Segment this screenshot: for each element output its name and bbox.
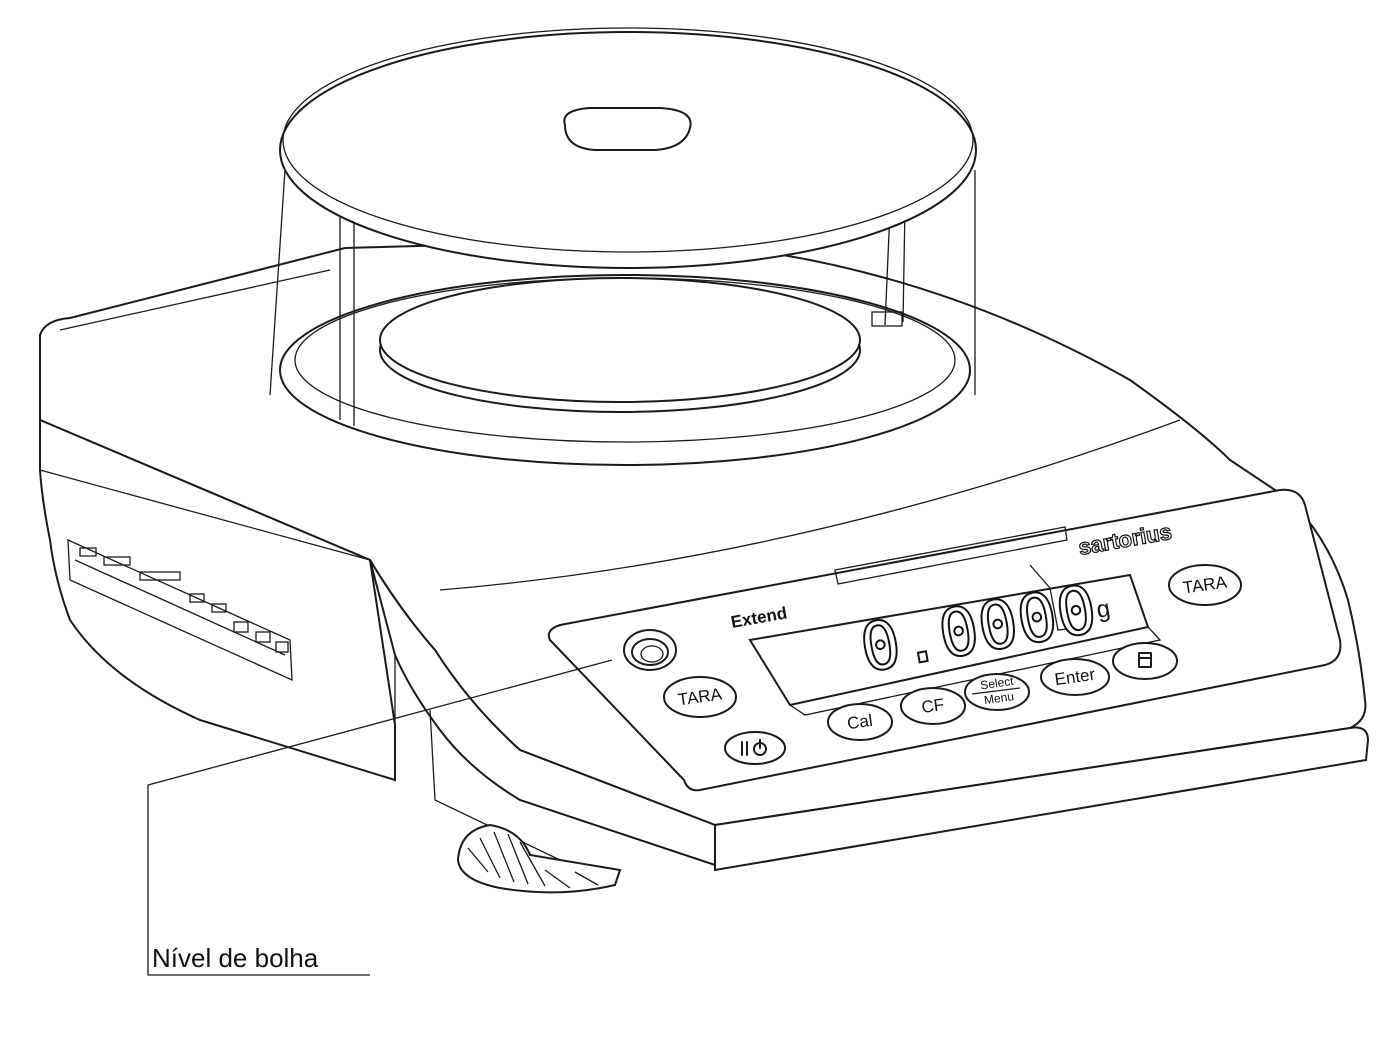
weighing-pan [379, 277, 861, 413]
power-button[interactable] [724, 731, 786, 765]
draft-shield-lid [279, 27, 977, 269]
display-unit: g [1094, 595, 1112, 624]
cal-button[interactable]: Cal [827, 703, 893, 741]
power-standby-icon [741, 739, 767, 756]
select-menu-button[interactable]: Select Menu [964, 673, 1030, 711]
cf-button[interactable]: CF [900, 687, 966, 725]
enter-button[interactable]: Enter [1040, 658, 1110, 696]
svg-text:CF: CF [920, 695, 945, 717]
print-icon [1138, 652, 1152, 668]
print-button[interactable] [1112, 642, 1178, 680]
bubble-level-icon [623, 629, 677, 671]
svg-text:Cal: Cal [846, 711, 874, 733]
svg-text:Select: Select [979, 674, 1015, 693]
tara-left-button[interactable]: TARA [663, 676, 737, 718]
bubble-level-callout: Nível de bolha [147, 659, 613, 976]
svg-text:Menu: Menu [983, 689, 1015, 707]
leveling-foot-icon [456, 823, 622, 894]
tara-right-button[interactable]: TARA [1168, 564, 1242, 606]
rating-label [67, 538, 293, 682]
callout-label: Nível de bolha [152, 943, 319, 973]
